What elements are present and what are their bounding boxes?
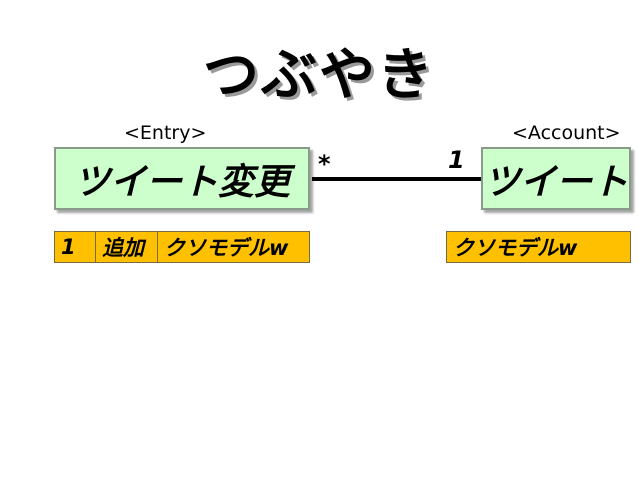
entry-attr-number: 1 bbox=[54, 231, 96, 263]
account-entity-box: ツイート bbox=[481, 147, 631, 210]
slide-title: つぶやき bbox=[203, 43, 435, 108]
association-line bbox=[312, 177, 482, 181]
left-multiplicity: * bbox=[318, 150, 331, 178]
entry-attribute-row: 1 追加 クソモデルw bbox=[54, 231, 310, 263]
entry-attr-action: 追加 bbox=[96, 231, 158, 263]
entry-stereotype: <Entry> bbox=[124, 122, 207, 144]
account-entity-name: ツイート bbox=[483, 161, 628, 203]
entry-attr-model: クソモデルw bbox=[158, 231, 310, 263]
right-multiplicity: 1 bbox=[448, 146, 465, 174]
entry-entity-name: ツイート変更 bbox=[73, 161, 290, 203]
account-attribute-row: クソモデルw bbox=[446, 231, 631, 263]
account-stereotype: <Account> bbox=[512, 122, 621, 144]
entry-entity-box: ツイート変更 bbox=[54, 147, 310, 210]
account-attr-model: クソモデルw bbox=[446, 231, 631, 263]
